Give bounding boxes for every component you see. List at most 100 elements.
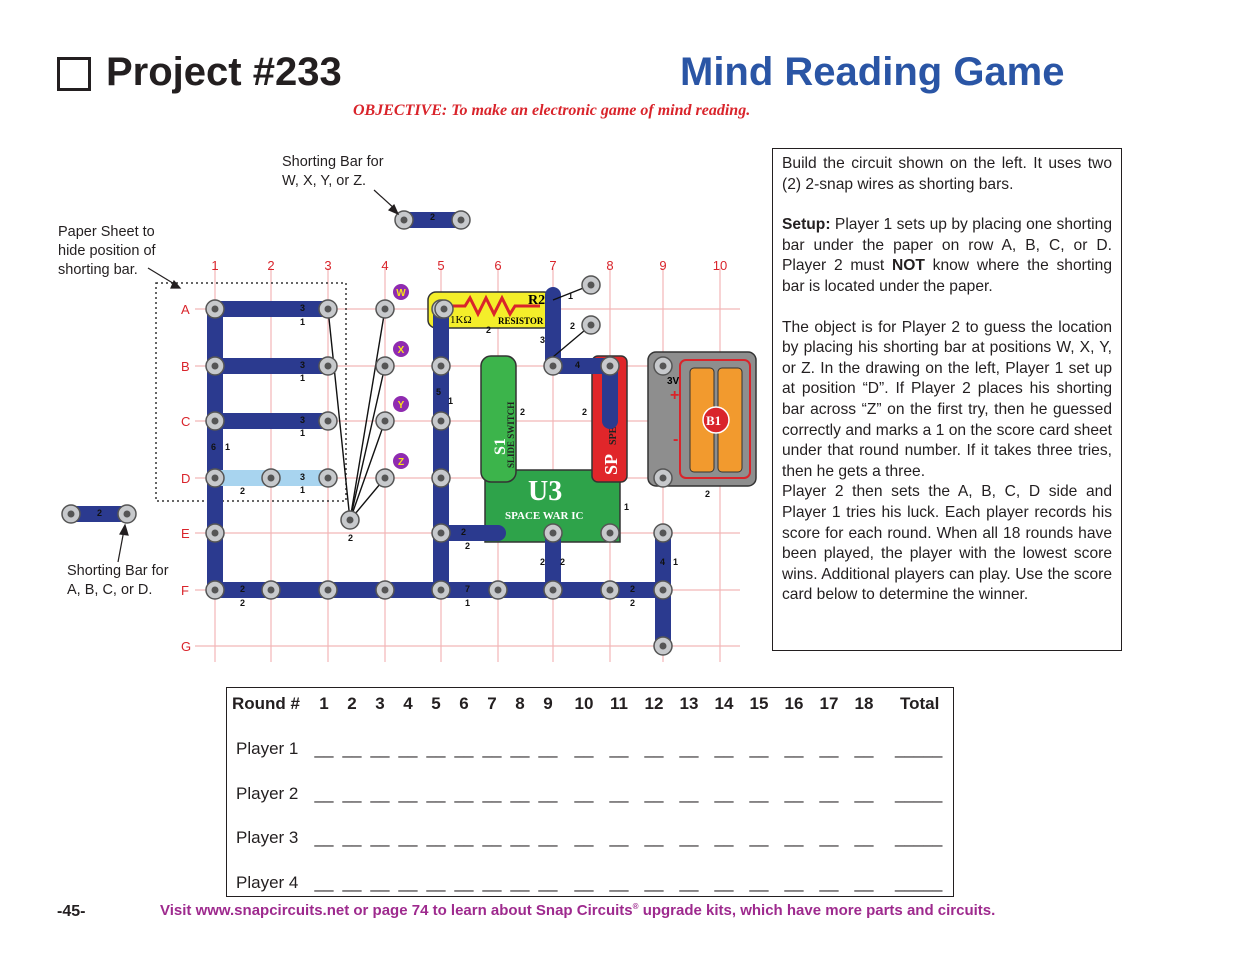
callout-paper: Paper Sheet to hide position of shorting…: [58, 223, 156, 280]
score-blank: __: [819, 739, 839, 758]
score-blank: __: [370, 873, 390, 893]
score-blank: __: [714, 873, 734, 893]
snap-post-center: [587, 321, 595, 329]
wire-number: 2: [520, 407, 525, 417]
paper-sheet-outline: [155, 282, 347, 502]
callout-abcd: Shorting Bar for A, B, C, or D.: [67, 562, 169, 600]
callout-paper-line3: shorting bar.: [58, 262, 138, 278]
snap-post-center: [324, 417, 332, 425]
snap-post-center: [659, 642, 667, 650]
wire-number: 4: [575, 360, 580, 370]
snap-post-center: [440, 305, 448, 313]
player-label: Player 2: [236, 783, 299, 803]
snap-post-center: [437, 586, 445, 594]
score-blank: __: [679, 783, 699, 803]
snap-post-center: [324, 474, 332, 482]
b1-battery: B1 3V + -: [647, 351, 757, 487]
score-blank: __: [538, 828, 558, 848]
wire-number: 1: [300, 485, 305, 495]
snap-post-center: [381, 586, 389, 594]
score-blank: __: [398, 739, 418, 758]
wire-number: 2: [560, 557, 565, 567]
snap-post-center: [400, 216, 408, 224]
score-blank: __: [398, 783, 418, 803]
score-blank: __: [342, 828, 362, 848]
score-blank: __: [538, 783, 558, 803]
total-blank: _____: [895, 739, 943, 758]
wire-number: 5: [436, 387, 441, 397]
wire-number: 1: [300, 373, 305, 383]
round-label: Round #: [232, 694, 300, 713]
total-label: Total: [900, 694, 940, 713]
wire-number: 2: [430, 212, 435, 222]
wire-number: 1: [300, 317, 305, 327]
round-number: 18: [854, 694, 874, 713]
footer-text-a: Visit www.snapcircuits.net or page 74 to…: [160, 902, 633, 919]
score-blank: __: [398, 828, 418, 848]
instructions-setup: Setup: Player 1 sets up by placing one s…: [782, 215, 1112, 297]
score-blank: __: [854, 873, 874, 893]
score-blank: __: [854, 739, 874, 758]
wire-number: 3: [300, 415, 305, 425]
project-checkbox[interactable]: [57, 57, 91, 91]
wire-number: 1: [225, 442, 230, 452]
wire-number: 2: [240, 584, 245, 594]
b1-voltage: 3V: [667, 376, 680, 387]
snap-post-center: [324, 586, 332, 594]
snap-post-center: [381, 474, 389, 482]
score-blank: __: [426, 828, 446, 848]
s1-slide-switch: S1 SLIDE SWITCH: [480, 355, 517, 483]
score-blank: __: [784, 828, 804, 848]
instructions-rounds: Player 2 then sets the A, B, C, D side a…: [782, 483, 1112, 604]
score-blank: __: [644, 739, 664, 758]
sp-label: SP: [601, 454, 621, 475]
instructions-intro: Build the circuit shown on the left. It …: [782, 155, 1112, 193]
score-blank: __: [454, 739, 474, 758]
side-marker-circle: [393, 284, 409, 300]
b1-label: B1: [706, 413, 721, 428]
score-blank: __: [510, 873, 530, 893]
score-blank: __: [482, 828, 502, 848]
score-blank: __: [784, 783, 804, 803]
snap-post-center: [606, 586, 614, 594]
lead-wire: [349, 308, 386, 521]
snap-post-center: [211, 529, 219, 537]
callout-abcd-line1: Shorting Bar for: [67, 563, 169, 579]
setup-not: NOT: [891, 257, 925, 275]
player-row: Player 3________________________________…: [227, 826, 953, 850]
score-blank: __: [398, 873, 418, 893]
wire-number: 2: [582, 407, 587, 417]
column-label: 10: [713, 258, 727, 273]
score-blank: __: [574, 828, 594, 848]
column-label: 9: [659, 258, 666, 273]
side-marker-label: Y: [398, 400, 405, 411]
snap-post-center: [549, 586, 557, 594]
score-blank: __: [538, 739, 558, 758]
score-blank: __: [454, 783, 474, 803]
column-label: 8: [606, 258, 613, 273]
objective-text: OBJECTIVE: To make an electronic game of…: [353, 102, 751, 119]
score-blank: __: [644, 783, 664, 803]
side-marker-circle: [393, 396, 409, 412]
round-number: 1: [319, 694, 329, 713]
round-number: 2: [347, 694, 357, 713]
side-marker-label: Z: [398, 457, 404, 468]
wire-number: 1: [300, 428, 305, 438]
s1-name: SLIDE SWITCH: [506, 402, 516, 468]
row-label: E: [181, 526, 190, 541]
player-label: Player 3: [236, 828, 299, 848]
score-blank: __: [819, 828, 839, 848]
u3-name: SPACE WAR IC: [505, 510, 583, 522]
column-label: 3: [324, 258, 331, 273]
score-blank: __: [819, 783, 839, 803]
game-title: Mind Reading Game: [680, 50, 1065, 94]
score-blank: __: [370, 739, 390, 758]
snap-post-center: [659, 474, 667, 482]
score-blank: __: [342, 739, 362, 758]
round-number: 7: [487, 694, 497, 713]
wire-number: 1: [673, 557, 678, 567]
row-label: A: [181, 302, 190, 317]
wire-number: 2: [486, 325, 491, 335]
